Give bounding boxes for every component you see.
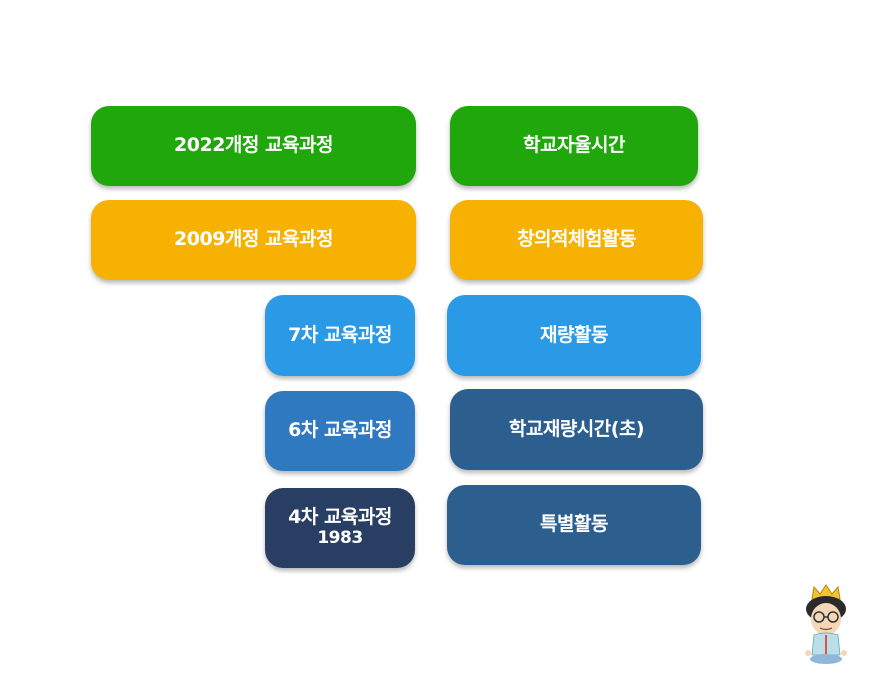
curriculum-2009-box: 2009개정 교육과정 xyxy=(91,200,416,280)
curriculum-4th-year: 1983 xyxy=(317,528,363,549)
activity-school-autonomy-label: 학교자율시간 xyxy=(523,134,625,157)
curriculum-4th-box: 4차 교육과정 1983 xyxy=(265,488,415,568)
curriculum-2022-label: 2022개정 교육과정 xyxy=(174,134,333,157)
curriculum-4th-label: 4차 교육과정 xyxy=(288,506,392,529)
activity-school-discretionary-time-box: 학교재량시간(초) xyxy=(450,389,703,470)
activity-creative-experience-box: 창의적체험활동 xyxy=(450,200,703,280)
mascot-icon xyxy=(805,584,847,664)
curriculum-7th-label: 7차 교육과정 xyxy=(288,323,392,346)
activity-special-box: 특별활동 xyxy=(447,485,701,565)
curriculum-7th-box: 7차 교육과정 xyxy=(265,295,415,376)
activity-discretionary-box: 재량활동 xyxy=(447,295,701,376)
curriculum-6th-label: 6차 교육과정 xyxy=(288,419,392,442)
activity-school-discretionary-time-label: 학교재량시간(초) xyxy=(508,417,645,440)
activity-special-label: 특별활동 xyxy=(540,513,608,536)
activity-creative-experience-label: 창의적체험활동 xyxy=(517,228,636,251)
curriculum-2022-box: 2022개정 교육과정 xyxy=(91,106,416,186)
curriculum-2009-label: 2009개정 교육과정 xyxy=(174,228,333,251)
activity-school-autonomy-box: 학교자율시간 xyxy=(450,106,698,186)
curriculum-6th-box: 6차 교육과정 xyxy=(265,391,415,471)
activity-discretionary-label: 재량활동 xyxy=(540,323,608,346)
